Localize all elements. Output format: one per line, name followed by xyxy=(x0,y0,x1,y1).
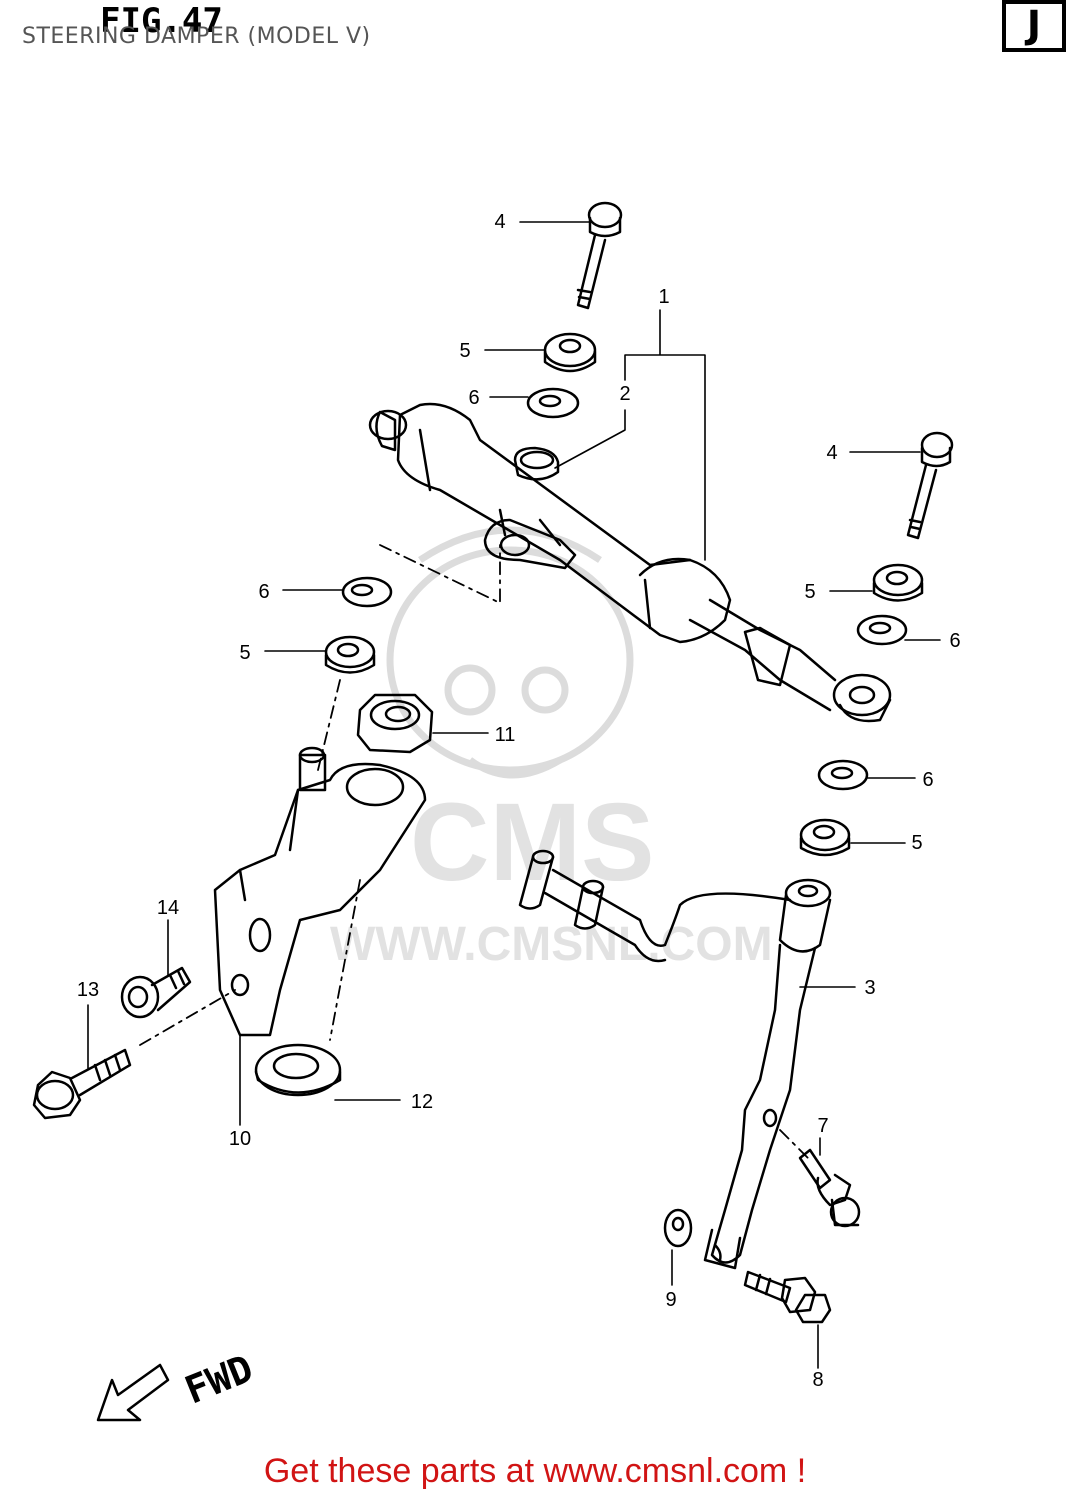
callout-14: 14 xyxy=(157,897,179,919)
callout-9: 9 xyxy=(665,1289,676,1311)
bolt-7 xyxy=(798,1148,861,1228)
washer-5-lower xyxy=(799,818,851,857)
callout-13: 13 xyxy=(77,979,99,1001)
bolt-13 xyxy=(32,1048,132,1120)
washer-5-right xyxy=(872,563,924,602)
callout-6a: 6 xyxy=(468,387,479,409)
callout-5a: 5 xyxy=(459,340,470,362)
watermark-url: WWW.CMSNL.COM xyxy=(330,918,773,971)
callout-4a: 4 xyxy=(494,211,505,233)
callout-5d: 5 xyxy=(911,832,922,854)
washer-6-right xyxy=(856,614,908,646)
callout-11: 11 xyxy=(495,724,516,746)
forward-arrow-icon xyxy=(96,1363,170,1422)
region-code-box: J xyxy=(1002,0,1066,52)
callout-6c: 6 xyxy=(949,630,960,652)
callout-8: 8 xyxy=(812,1369,823,1391)
washer-5-top xyxy=(543,332,597,373)
callout-2: 2 xyxy=(619,383,630,405)
washer-6-lower xyxy=(817,759,869,791)
bolt-4-right xyxy=(906,431,954,540)
seal-ring-12 xyxy=(254,1043,342,1097)
callout-3: 3 xyxy=(864,977,875,999)
callout-6b: 6 xyxy=(258,581,269,603)
nut-11 xyxy=(356,693,434,754)
callout-4b: 4 xyxy=(826,442,837,464)
region-code: J xyxy=(1024,3,1041,47)
cms-watermark: CMS WWW.CMSNL.COM xyxy=(330,526,773,971)
bracket-10 xyxy=(213,746,427,1037)
callout-6d: 6 xyxy=(922,769,933,791)
diagram-subtitle: STEERING DAMPER (MODEL V) xyxy=(22,24,371,49)
callout-5c: 5 xyxy=(804,581,815,603)
washer-6-top xyxy=(526,387,580,419)
bolt-14 xyxy=(120,966,192,1019)
footer-link[interactable]: Get these parts at www.cmsnl.com ! xyxy=(263,1452,807,1490)
steering-damper-body xyxy=(368,402,892,723)
leader-lines xyxy=(87,221,941,1369)
bolt-4-top xyxy=(576,201,623,310)
callout-5b: 5 xyxy=(239,642,250,664)
washer-6-left xyxy=(341,576,393,608)
stay-3 xyxy=(518,849,832,1270)
callout-labels: 1 2 3 4 4 5 5 5 5 6 6 6 6 7 8 9 10 11 12… xyxy=(77,211,961,1391)
callout-12: 12 xyxy=(411,1091,433,1113)
fwd-label: FWD xyxy=(179,1346,259,1413)
callout-7: 7 xyxy=(817,1115,828,1137)
callout-1: 1 xyxy=(658,286,669,308)
damper-cap xyxy=(513,446,560,481)
washer-5-left xyxy=(324,635,376,674)
watermark-brand: CMS xyxy=(410,781,654,904)
washer-9 xyxy=(663,1208,693,1248)
alignment-lines xyxy=(139,544,811,1161)
bolt-8 xyxy=(743,1270,832,1324)
fig-label: FIG.47 xyxy=(100,1,223,41)
callout-10: 10 xyxy=(229,1128,251,1150)
